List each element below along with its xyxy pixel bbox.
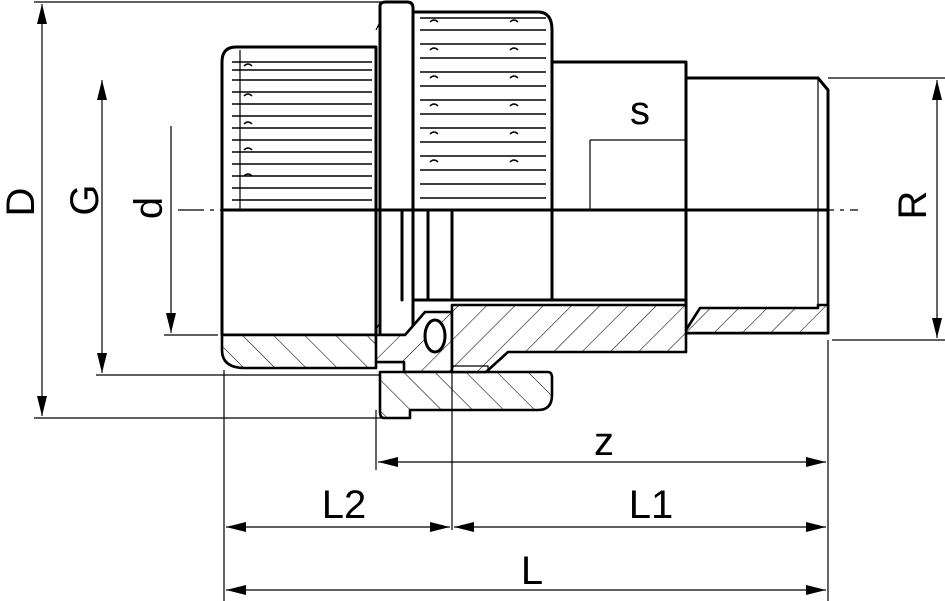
dimension-L1: L1 [454,483,826,532]
knurl-lines-left [232,61,372,201]
label-L: L [521,549,543,593]
label-L1: L1 [629,483,674,527]
dimension-d: d [127,126,218,336]
fitting-body [220,0,830,420]
o-ring [423,318,447,354]
label-G: G [63,184,107,215]
union-nut-body [411,10,554,302]
dimension-L: L [226,549,826,595]
knurl-lines-right [420,17,546,199]
dimension-G: G [63,80,380,376]
union-nut-sleeve [220,45,378,337]
label-R: R [891,191,935,220]
label-z: z [594,420,614,464]
union-flange-ring [375,0,415,337]
label-D: D [0,188,43,217]
bore-step-lines [400,208,454,302]
threaded-spigot [684,76,830,335]
label-s: s [630,89,650,133]
dimension-D: D [0,1,382,419]
dimension-L2: L2 [226,483,450,532]
label-d: d [127,197,171,219]
section-cut-lower [220,303,830,420]
hex-body [550,60,688,302]
label-L2: L2 [322,483,367,527]
dimension-z: z [378,420,826,467]
dimension-R: R [828,77,945,341]
